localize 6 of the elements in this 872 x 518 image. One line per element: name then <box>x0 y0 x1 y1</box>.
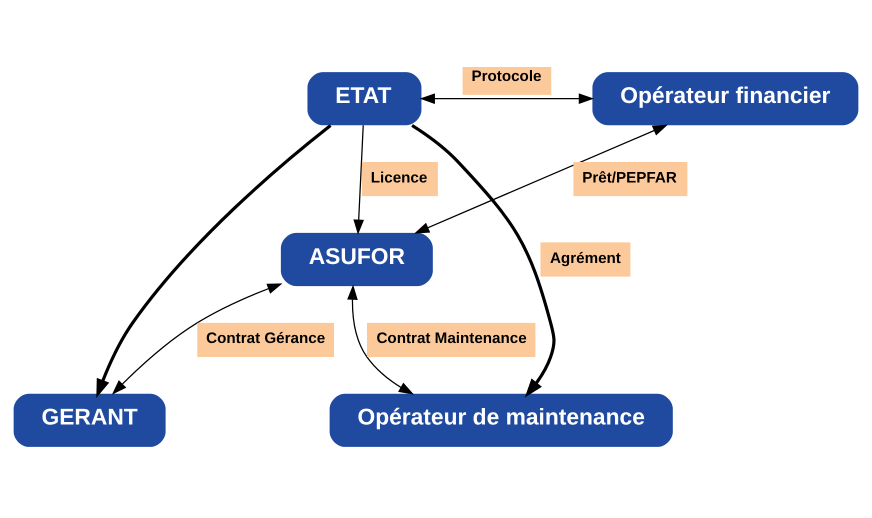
edge-label: Licence <box>370 168 428 186</box>
edge-label: Protocole <box>471 68 542 85</box>
edge-label: Contrat Gérance <box>206 330 326 347</box>
edge-label: Contrat Maintenance <box>376 330 527 347</box>
edge-label: Agrément <box>550 249 621 266</box>
edge-label: Prêt/PEPFAR <box>582 168 677 186</box>
